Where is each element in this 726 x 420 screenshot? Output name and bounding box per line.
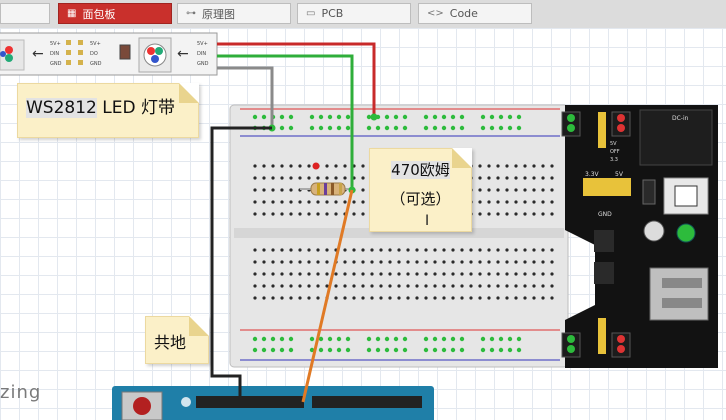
tab-overview[interactable]: [0, 3, 50, 24]
label-off-top: OFF: [610, 149, 620, 155]
tab-breadboard[interactable]: ▦ 面包板: [58, 3, 172, 24]
label-5v-top: 5V: [610, 141, 617, 147]
tab-code-label: Code: [449, 7, 478, 20]
led-pin-5v-out: 5V+: [90, 41, 101, 47]
resistor-note-value: 470欧姆: [391, 161, 450, 179]
svg-text:5V+: 5V+: [197, 41, 208, 47]
led-note-model: WS2812: [26, 98, 97, 118]
resistor-note-optional: （可选）: [390, 190, 451, 208]
note-fold-icon: [189, 316, 209, 336]
led-pin-gnd: GND: [50, 61, 62, 67]
resistor[interactable]: [300, 182, 355, 196]
wire-power-red[interactable]: [217, 42, 378, 121]
svg-text:←: ←: [177, 46, 189, 62]
brand-text: zing: [0, 382, 42, 403]
breadboard-icon: ▦: [67, 8, 77, 19]
note-fold-icon: [452, 148, 472, 168]
tab-bar: ▦ 面包板 ⊶ 原理图 ▭ PCB <> Code: [0, 0, 726, 28]
tab-pcb[interactable]: ▭ PCB: [297, 3, 411, 24]
led-pin-5v: 5V+: [50, 41, 61, 47]
ground-note-text: 共地: [154, 333, 187, 352]
led-pin-din: DIN: [50, 51, 59, 57]
label-3v3-top: 3.3: [610, 157, 618, 163]
ground-note[interactable]: 共地: [145, 316, 209, 364]
breadboard[interactable]: [229, 104, 569, 368]
tab-pcb-label: PCB: [321, 7, 344, 20]
arduino-board[interactable]: [112, 386, 434, 420]
tab-schematic[interactable]: ⊶ 原理图: [177, 3, 291, 24]
wire-gnd-black[interactable]: [210, 126, 272, 400]
label-gnd: GND: [598, 211, 612, 218]
wire-signal-orange[interactable]: [301, 189, 354, 403]
tab-code[interactable]: <> Code: [418, 3, 532, 24]
led-strip-note[interactable]: WS2812 LED 灯带: [17, 83, 199, 138]
resistor-note[interactable]: 470欧姆 （可选）: [369, 148, 472, 232]
text-cursor-icon: I: [425, 213, 430, 229]
led-pin-do: DO: [90, 51, 98, 57]
led-strip[interactable]: ← 5V+ DIN GND 5V+ DO GND ← 5V+ DIN GND: [0, 32, 218, 76]
tab-schematic-label: 原理图: [202, 7, 235, 21]
label-3v3: 3.3V: [585, 171, 600, 178]
code-icon: <>: [427, 8, 444, 19]
tab-breadboard-label: 面包板: [82, 7, 116, 21]
svg-text:GND: GND: [197, 61, 209, 67]
led-note-text: LED 灯带: [96, 98, 175, 118]
dc-in-label: DC-in: [672, 115, 689, 122]
pcb-icon: ▭: [306, 8, 316, 19]
led-pin-gnd-out: GND: [90, 61, 102, 67]
power-module[interactable]: DC-in 3.3V 5V GND 5V OFF 3.3: [561, 105, 718, 368]
note-fold-icon: [179, 83, 199, 103]
svg-text:←: ←: [32, 46, 44, 62]
svg-text:DIN: DIN: [197, 51, 206, 57]
schematic-icon: ⊶: [186, 8, 196, 19]
label-5v: 5V: [615, 171, 624, 178]
